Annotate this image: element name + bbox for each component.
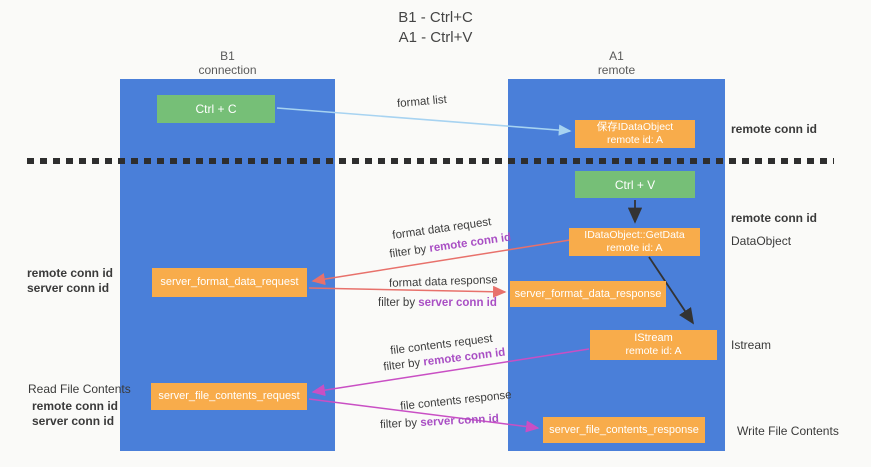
server-file-contents-response-node: server_file_contents_response: [543, 417, 705, 443]
filter-by-text: filter by: [379, 417, 421, 432]
filter-by-text: filter by: [378, 297, 419, 309]
ctrl-c-node: Ctrl + C: [157, 95, 275, 123]
format-data-response-filter-label: filter by server conn id: [378, 297, 497, 309]
server-conn-id-text: server conn id: [419, 412, 500, 429]
save-dataobject-line2: remote id: A: [606, 134, 664, 146]
ctrl-v-node: Ctrl + V: [575, 171, 695, 198]
lane-a1-subtitle: remote: [597, 63, 636, 77]
left-remote-conn-id-label-2: remote conn id: [32, 399, 119, 413]
lane-b1-subtitle: connection: [198, 63, 257, 77]
right-remote-conn-id-label: remote conn id: [731, 122, 818, 136]
filter-by-text: filter by: [388, 242, 431, 261]
diagram-title-line1: B1 - Ctrl+C: [398, 9, 473, 26]
istream-line1: IStream: [634, 332, 673, 344]
istream-line2: remote id: A: [625, 345, 682, 357]
format-list-label: format list: [396, 93, 448, 111]
format-request-label: server_format_data_request: [160, 276, 299, 288]
lane-b1-title: B1: [220, 49, 235, 63]
diagram-title: B1 - Ctrl+C A1 - Ctrl+V: [0, 8, 871, 48]
server-format-data-request-node: server_format_data_request: [152, 268, 307, 297]
server-format-data-response-node: server_format_data_response: [510, 281, 666, 307]
left-server-conn-id-label: server conn id: [27, 281, 110, 295]
file-contents-response-label: file contents response: [399, 389, 513, 413]
format-data-response-label: format data response: [388, 274, 498, 290]
idataobject-getdata-node: IDataObject::GetData remote id: A: [569, 228, 700, 256]
file-request-label: server_file_contents_request: [158, 390, 300, 402]
ctrl-c-label: Ctrl + C: [195, 102, 237, 116]
ctrl-v-label: Ctrl + V: [614, 177, 656, 192]
write-file-contents-label: Write File Contents: [737, 424, 839, 438]
left-remote-conn-id-label: remote conn id: [27, 266, 114, 280]
lane-header-b1: B1 connection: [120, 49, 335, 77]
right-remote-conn-id-label-2: remote conn id: [731, 211, 818, 225]
server-conn-id-text: server conn id: [418, 297, 497, 309]
lane-a1-title: A1: [609, 49, 624, 63]
left-server-conn-id-label-2: server conn id: [32, 414, 115, 428]
file-contents-response-filter-label: filter by server conn id: [380, 413, 499, 431]
diagram-title-line2: A1 - Ctrl+V: [398, 29, 473, 46]
server-file-contents-request-node: server_file_contents_request: [151, 383, 307, 410]
file-response-label: server_file_contents_response: [549, 423, 699, 436]
getdata-line2: remote id: A: [606, 242, 663, 254]
read-file-contents-label: Read File Contents: [28, 382, 131, 396]
istream-margin-label: Istream: [731, 338, 772, 352]
istream-node: IStream remote id: A: [590, 330, 717, 360]
lane-header-a1: A1 remote: [508, 49, 725, 77]
save-dataobject-node: 保存IDataObject remote id: A: [575, 120, 695, 148]
getdata-line1: IDataObject::GetData: [584, 229, 685, 241]
filter-by-text: filter by: [382, 356, 425, 374]
format-response-label: server_format_data_response: [514, 287, 662, 300]
dataobject-label: DataObject: [731, 234, 792, 248]
machine-boundary-divider: [27, 158, 834, 164]
save-dataobject-line1: 保存IDataObject: [596, 121, 674, 133]
